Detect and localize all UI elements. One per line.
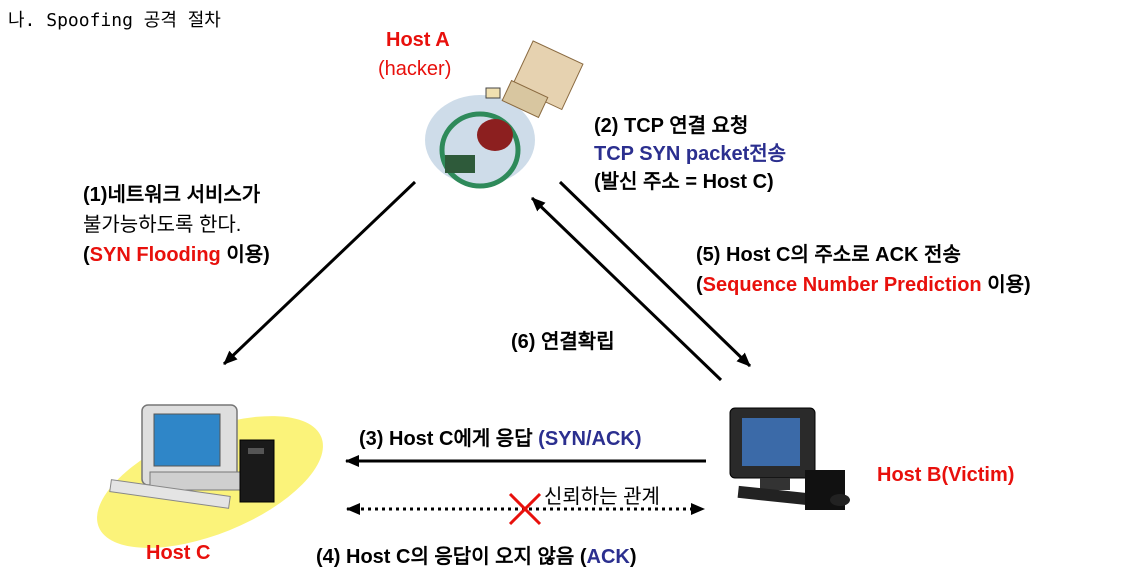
host-b-name: Host B(Victim)	[877, 464, 1015, 486]
step1-line3-highlight: SYN Flooding	[89, 244, 221, 266]
host-a-hacker-icon	[425, 40, 584, 189]
host-a-name: Host A	[386, 29, 450, 51]
step4-prefix: (4) Host C의 응답이 오지 않음 (	[316, 546, 587, 568]
arrow-step6	[530, 196, 723, 382]
step3-label: (3) Host C에게 응답 (SYN/ACK)	[359, 422, 642, 451]
step1-line3-prefix: (	[83, 244, 90, 266]
step1-line3-suffix: 이용)	[220, 244, 270, 266]
step5-line2-suffix: 이용)	[981, 274, 1031, 296]
page-title: 나. Spoofing 공격 절차	[8, 10, 221, 31]
step3-highlight: (SYN/ACK)	[538, 428, 642, 450]
step5-line2-highlight: Sequence Number Prediction	[702, 274, 982, 296]
trust-label: 신뢰하는 관계	[544, 486, 660, 508]
step2-line3: (발신 주소 = Host C)	[594, 171, 774, 193]
step4-highlight: ACK	[586, 546, 630, 568]
step5-line2-prefix: (	[696, 274, 703, 296]
step5-line1: (5) Host C의 주소로 ACK 전송	[696, 244, 961, 266]
step6-label: (6) 연결확립	[511, 331, 615, 353]
step2-line2: TCP SYN packet전송	[594, 143, 787, 165]
host-c-name: Host C	[146, 542, 211, 564]
step2-label: (2) TCP 연결 요청 TCP SYN packet전송 (발신 주소 = …	[594, 112, 786, 196]
step1-line1: (1)네트워크 서비스가	[83, 184, 261, 206]
step1-label: (1)네트워크 서비스가 불가능하도록 한다. (SYN Flooding 이용…	[83, 180, 270, 270]
step2-line1: (2) TCP 연결 요청	[594, 115, 749, 137]
host-b-computer-icon	[729, 407, 850, 510]
broken-trust-x-icon	[508, 492, 542, 526]
step3-prefix: (3) Host C에게 응답	[359, 428, 539, 450]
step4-suffix: )	[629, 546, 637, 568]
arrow-step2	[558, 180, 752, 368]
step5-label: (5) Host C의 주소로 ACK 전송 (Sequence Number …	[696, 240, 1031, 300]
host-c-computer-icon	[109, 404, 275, 509]
host-a-role: (hacker)	[378, 58, 452, 80]
arrow-step1	[222, 180, 417, 366]
step4-label: (4) Host C의 응답이 오지 않음 (ACK)	[316, 540, 637, 569]
step1-line2: 불가능하도록 한다.	[83, 214, 242, 236]
